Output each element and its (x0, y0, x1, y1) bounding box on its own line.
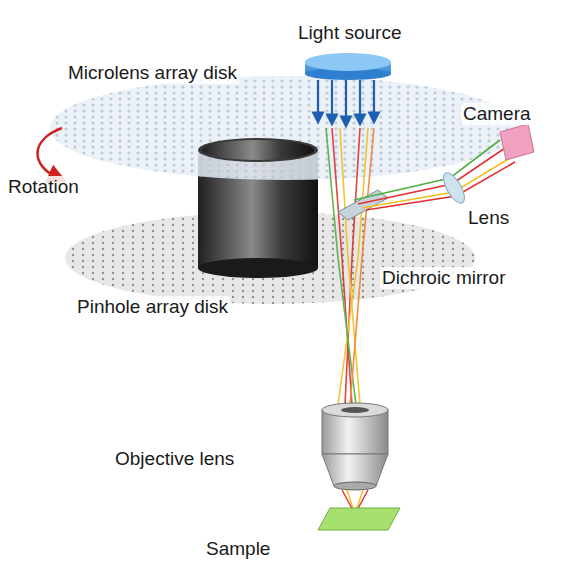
part-label: Pinhole array disk (75, 296, 230, 318)
part-label: Dichroic mirror (380, 267, 508, 289)
part-label: Objective lens (113, 448, 236, 470)
part-label: Sample (204, 538, 272, 560)
part-label: Rotation (6, 176, 81, 198)
part-label: Light source (296, 22, 404, 44)
part-label: Camera (461, 103, 533, 125)
part-label: Lens (466, 207, 511, 229)
part-label: Microlens array disk (66, 62, 239, 84)
